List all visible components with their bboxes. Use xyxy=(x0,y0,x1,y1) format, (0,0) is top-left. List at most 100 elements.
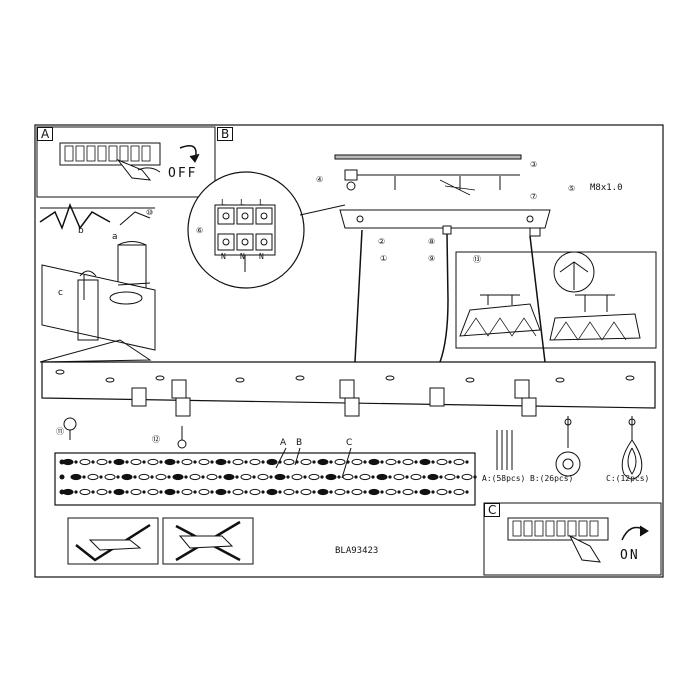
crystal-leaders xyxy=(275,447,352,479)
panel-13-frame xyxy=(455,251,657,349)
crystal-element xyxy=(79,458,91,466)
crystal-element xyxy=(206,473,218,481)
crystal-element xyxy=(402,458,414,466)
crystal-bead xyxy=(218,475,222,479)
part-c-caption: C:(12pcs) xyxy=(606,474,650,483)
crystal-bead xyxy=(405,475,409,479)
crystal-element xyxy=(215,488,227,496)
crystal-bead xyxy=(99,475,103,479)
crystal-element xyxy=(444,473,456,481)
crystal-bead xyxy=(193,460,197,464)
crystal-bead xyxy=(397,490,401,494)
ok-panel xyxy=(67,517,159,565)
crystal-bead xyxy=(286,475,290,479)
crystal-element xyxy=(266,488,278,496)
panel-a-switch xyxy=(59,142,200,181)
crystal-bead xyxy=(142,460,146,464)
crystal-bead xyxy=(108,460,112,464)
crystal-bead xyxy=(320,475,324,479)
part-a-rods xyxy=(496,430,513,470)
part-b-caption: B:(26pcs) xyxy=(530,474,574,483)
crystal-bead xyxy=(448,490,452,494)
crystal-element xyxy=(453,458,465,466)
crystal-element xyxy=(96,458,108,466)
step-9: ⑨ xyxy=(428,254,436,263)
step-3: ③ xyxy=(530,160,538,169)
suspension-cables xyxy=(354,229,546,363)
crystal-type-c: C xyxy=(346,438,353,448)
crystal-bead xyxy=(278,490,282,494)
crystal-element xyxy=(351,458,363,466)
step-2: ② xyxy=(378,237,386,246)
crystal-element xyxy=(402,488,414,496)
crystal-bead xyxy=(456,475,460,479)
crystal-element xyxy=(223,473,235,481)
crystal-bead xyxy=(465,460,469,464)
crystal-element xyxy=(368,458,380,466)
crystal-element xyxy=(376,473,388,481)
crystal-element xyxy=(130,488,142,496)
panel-c-switch xyxy=(507,517,649,563)
crystal-element xyxy=(359,473,371,481)
step-12: ⑫ xyxy=(152,435,160,444)
part-c-drop xyxy=(621,416,643,480)
crystal-element xyxy=(198,458,210,466)
crystal-bead xyxy=(473,475,477,479)
crystal-element xyxy=(104,473,116,481)
crystal-bead xyxy=(244,490,248,494)
crystal-bead xyxy=(108,490,112,494)
crystal-element xyxy=(410,473,422,481)
crystal-element xyxy=(232,458,244,466)
light-rail xyxy=(39,339,656,417)
sub-step-a: a xyxy=(112,232,118,242)
outer-frame xyxy=(34,124,664,578)
crystal-element xyxy=(368,488,380,496)
crystal-bead xyxy=(337,475,341,479)
step-11: ⑪ xyxy=(56,427,64,436)
crystal-bead xyxy=(397,460,401,464)
terminal-label: N xyxy=(240,252,245,261)
crystal-bead xyxy=(329,490,333,494)
panel-c-frame xyxy=(483,502,662,576)
part-a-caption: A:(58pcs) xyxy=(482,474,526,483)
crystal-bead xyxy=(414,460,418,464)
rail-hardware xyxy=(63,417,187,449)
panel-13-detail xyxy=(459,251,641,341)
crystal-bead xyxy=(167,475,171,479)
crystal-element xyxy=(308,473,320,481)
crystal-element xyxy=(79,488,91,496)
crystal-bead xyxy=(312,490,316,494)
crystal-bead xyxy=(363,460,367,464)
crystal-element xyxy=(155,473,167,481)
crystal-bead xyxy=(295,490,299,494)
crystal-bead xyxy=(74,490,78,494)
terminal-block-zoom xyxy=(187,171,346,289)
crystal-element xyxy=(189,473,201,481)
crystal-bead xyxy=(227,490,231,494)
crystal-bead xyxy=(176,490,180,494)
crystal-element xyxy=(283,458,295,466)
crystal-bead xyxy=(431,490,435,494)
on-label: ON xyxy=(620,548,640,563)
crystal-bead xyxy=(422,475,426,479)
step-13: ⑬ xyxy=(473,255,481,264)
model-number: BLA93423 xyxy=(335,546,379,556)
crystal-element xyxy=(62,458,74,466)
crystal-bead xyxy=(201,475,205,479)
crystal-bead xyxy=(159,460,163,464)
crystal-bead xyxy=(235,475,239,479)
crystal-type-b: B xyxy=(296,438,303,448)
crystal-element xyxy=(62,488,74,496)
terminal-label: L xyxy=(259,198,264,207)
crystal-element xyxy=(121,473,133,481)
crystal-bead xyxy=(261,460,265,464)
step-6: ⑥ xyxy=(196,226,204,235)
crystal-bead xyxy=(346,490,350,494)
crystal-bead xyxy=(371,475,375,479)
canopy-plate xyxy=(339,209,551,237)
crystal-bead xyxy=(227,460,231,464)
crystal-element xyxy=(393,473,405,481)
crystal-element xyxy=(240,473,252,481)
crystal-bead xyxy=(380,490,384,494)
crystal-element xyxy=(283,488,295,496)
